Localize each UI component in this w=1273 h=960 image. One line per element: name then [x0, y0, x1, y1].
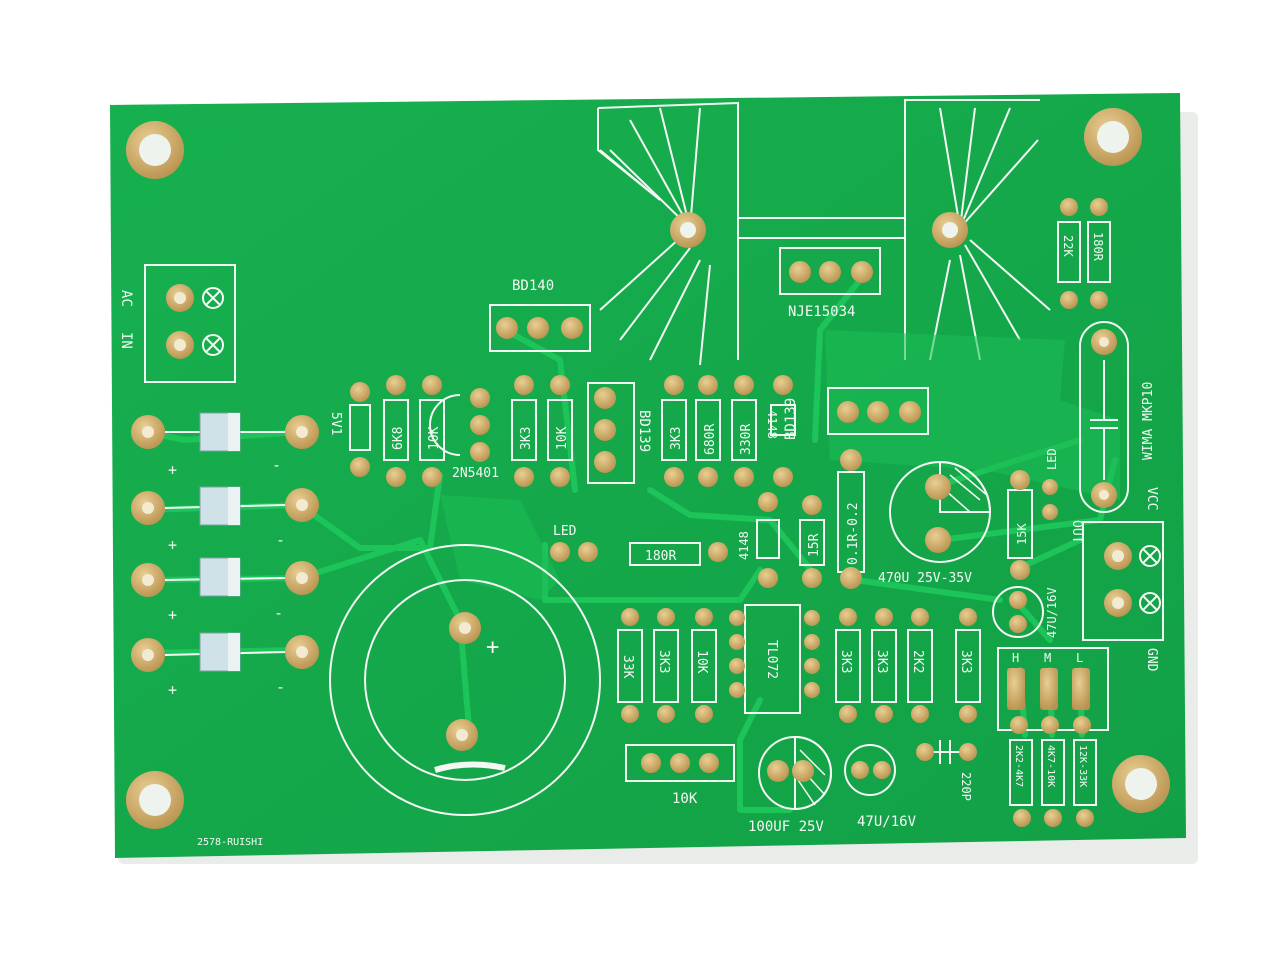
label-cap-plus: + [486, 635, 499, 660]
diode-1 [131, 412, 319, 452]
label-5v1: 5V1 [328, 412, 343, 435]
label-3k3-b: 3K3 [669, 427, 684, 450]
label-2k2-4k7: 2K2-4K7 [1013, 745, 1024, 787]
resistor-row-bottom [617, 604, 1109, 827]
label-6k8: 6K8 [391, 427, 406, 450]
label-plus-4: + [168, 681, 177, 699]
label-board-id: 2578-RUISHI [197, 837, 263, 848]
label-2n5401: 2N5401 [452, 466, 499, 481]
label-gnd: GND [1144, 648, 1159, 672]
resistor-row-top [349, 198, 1111, 487]
label-nje15034: NJE15034 [788, 304, 855, 320]
label-in: IN [118, 332, 134, 349]
diode-4 [131, 632, 319, 672]
label-330r: 330R [739, 424, 754, 455]
label-10k-b: 10K [555, 426, 570, 450]
label-bd139-a: BD139 [636, 410, 652, 452]
label-3k3-e: 3K3 [874, 650, 889, 673]
label-l: L [1076, 651, 1083, 665]
label-47u-b: 47U/16V [857, 814, 917, 830]
rectifier-diodes [131, 412, 319, 672]
label-680r: 680R [703, 424, 718, 455]
output-terminal [1082, 521, 1164, 641]
label-22k: 22K [1061, 235, 1075, 257]
label-wima: WIMA MKP10 [1141, 382, 1156, 460]
label-vcc: VCC [1144, 487, 1159, 510]
label-minus-2: - [276, 531, 285, 549]
wima-capacitor [1079, 321, 1129, 513]
label-4148-b: 4148 [737, 531, 751, 560]
label-out: OUT [1069, 520, 1084, 544]
main-capacitor [329, 544, 601, 816]
pcb-board [110, 93, 1186, 858]
label-3k3-a: 3K3 [519, 427, 534, 450]
copper-pour [440, 330, 1120, 600]
label-180r-top: 180R [1091, 232, 1105, 262]
transistor-pads [470, 261, 921, 473]
label-plus-3: + [168, 606, 177, 624]
label-10k-a: 10K [427, 426, 442, 450]
label-100uf: 100UF 25V [748, 819, 824, 835]
label-plus-2: + [168, 536, 177, 554]
label-3k3-d: 3K3 [838, 650, 853, 673]
mounting-holes [126, 108, 1170, 829]
label-10k-c: 10K [694, 650, 709, 674]
label-minus-4: - [276, 678, 285, 696]
diode-2 [131, 486, 319, 526]
label-3k3-f: 3K3 [958, 650, 973, 673]
label-01r: 0.1R-0.2 [846, 502, 861, 565]
label-33k: 33K [620, 655, 635, 679]
mid-parts [550, 449, 1058, 589]
label-2k2: 2K2 [910, 650, 925, 673]
label-220p: 220P [959, 772, 973, 801]
label-15k: 15K [1015, 523, 1029, 545]
label-h: H [1012, 651, 1019, 665]
label-4k7-10k: 4K7-10K [1045, 745, 1056, 787]
label-12k-33k: 12K-33K [1077, 745, 1088, 787]
label-ac: AC [118, 290, 134, 307]
label-180r-mid: 180R [645, 549, 676, 564]
label-tl072: TL072 [764, 640, 779, 679]
label-47u-a: 47U/16V [1045, 587, 1059, 638]
label-pot-10k: 10K [672, 791, 698, 807]
label-plus-1: + [168, 461, 177, 479]
label-minus-1: - [272, 456, 281, 474]
label-bd139-b: BD139 [783, 398, 799, 440]
label-led-top: LED [1045, 448, 1059, 470]
label-4148-a: 4148 [765, 410, 779, 439]
label-15r: 15R [807, 533, 822, 557]
label-m: M [1044, 651, 1051, 665]
label-3k3-c: 3K3 [656, 650, 671, 673]
ac-in-terminal [144, 264, 236, 383]
label-bd140: BD140 [512, 278, 554, 294]
label-470u: 470U 25V-35V [878, 571, 972, 586]
cap-470u [889, 460, 992, 563]
small-capacitors [758, 586, 1044, 811]
diode-3 [131, 557, 319, 597]
label-led-mid: LED [553, 524, 577, 539]
label-minus-3: - [274, 604, 283, 622]
heatsink-outline [597, 99, 1051, 366]
silkscreen-labels: AC IN BD140 NJE15034 BD139 BD139 5V1 6K8… [118, 232, 1159, 848]
transistor-footprints [429, 247, 929, 484]
